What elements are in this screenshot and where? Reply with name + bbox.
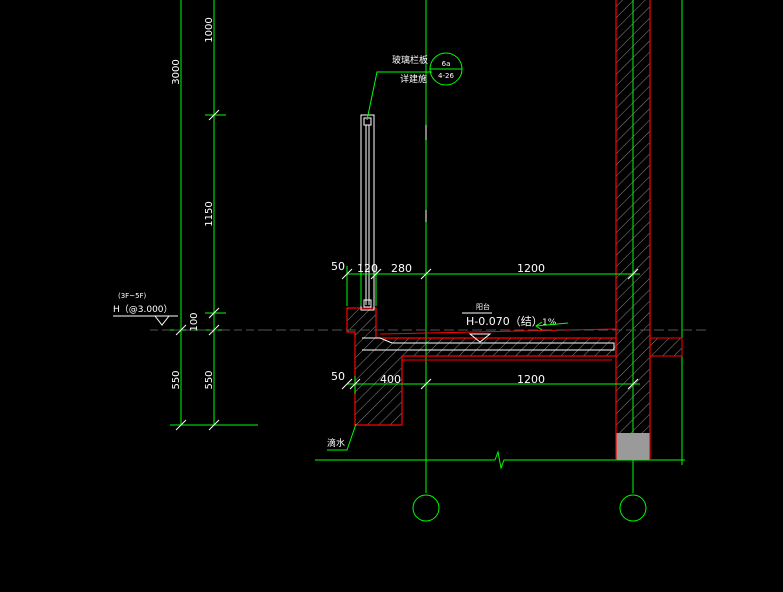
upper-dimension-ticks — [341, 268, 639, 280]
wall-haunch — [649, 337, 683, 357]
dim-upper-280: 280 — [391, 262, 412, 275]
annotation-text-line1: 玻璃栏板 — [392, 54, 428, 66]
dim-upper-120: 120 — [357, 262, 378, 275]
detail-ref-bottom: 4-26 — [438, 72, 454, 80]
floor-slope-line — [379, 328, 617, 335]
drip-label: 滴水 — [327, 437, 345, 449]
dim-inner-small: 100 — [189, 312, 200, 331]
dim-lower-50: 50 — [331, 370, 345, 383]
detail-ref-top: 6a — [442, 60, 451, 68]
dim-inner-rail: 1150 — [204, 201, 215, 226]
drip-leader-line — [327, 423, 357, 451]
level-mark-value: H（@3.000） — [113, 304, 173, 315]
level-mark-floors: (3F~5F) — [118, 292, 147, 300]
dim-upper-1200: 1200 — [517, 262, 545, 275]
floor-label: 阳台 — [476, 302, 490, 311]
slab-inner-outline — [362, 337, 615, 351]
dim-outer-bottom: 550 — [171, 370, 182, 389]
dim-outer-total: 3000 — [171, 59, 182, 84]
glass-railing — [360, 114, 375, 311]
balcony-slab — [346, 307, 617, 426]
level-mark-symbol — [113, 315, 178, 326]
annotation-text-line2: 详建施 — [400, 73, 427, 85]
floor-level-text: H-0.070（结） — [466, 315, 543, 328]
concrete-wall — [615, 0, 651, 460]
grid-axis-bubble-left — [412, 494, 440, 522]
vertical-dimension-chain — [150, 0, 272, 426]
dim-lower-400: 400 — [380, 373, 401, 386]
floor-level-triangle — [468, 333, 492, 343]
dim-lower-1200: 1200 — [517, 373, 545, 386]
railing-leader-line — [366, 71, 432, 121]
beam-lower-outline — [401, 356, 651, 460]
dim-upper-50: 50 — [331, 260, 345, 273]
dimension-ticks — [175, 109, 220, 431]
dim-inner-top: 1000 — [204, 17, 215, 42]
upper-dimension-line — [346, 266, 640, 306]
lower-dimension-line — [347, 376, 640, 394]
slope-arrow — [535, 321, 569, 331]
floor-slope-text: 1% — [542, 318, 557, 328]
lower-dimension-ticks — [341, 378, 639, 390]
grid-axis-bubble-right — [619, 494, 647, 522]
dim-inner-bottom: 550 — [204, 370, 215, 389]
